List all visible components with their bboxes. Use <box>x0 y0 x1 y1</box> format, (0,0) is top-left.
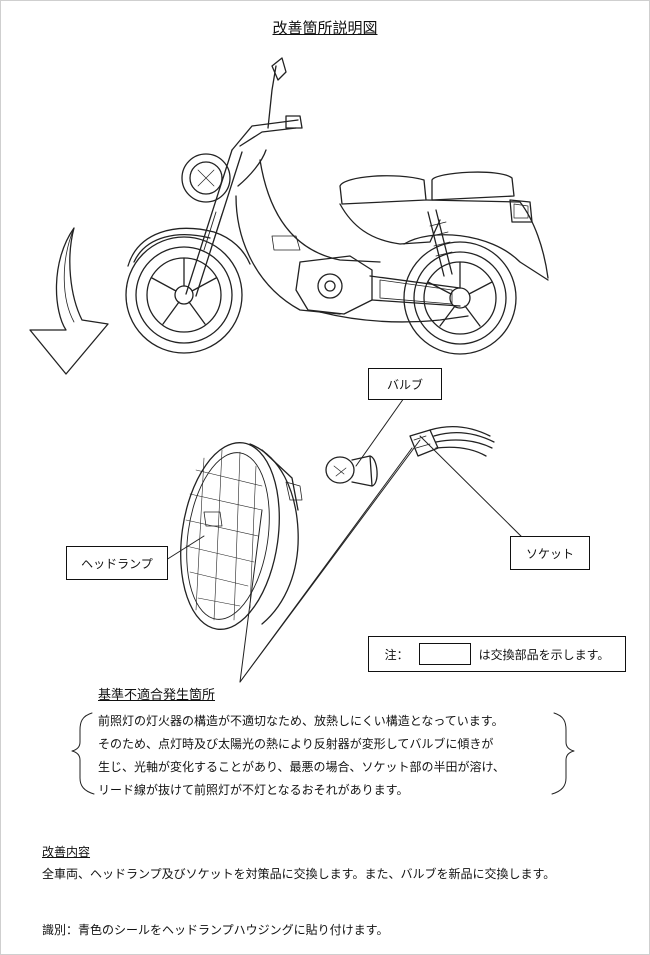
headlamp-illustration <box>180 442 303 630</box>
replacement-part-swatch <box>418 643 471 665</box>
defect-leader-1 <box>239 509 263 683</box>
socket-leader <box>419 435 536 551</box>
bulb-label: バルブ <box>368 368 442 400</box>
headlamp-leader <box>165 535 205 561</box>
identification-text: 識別：青色のシールをヘッドランプハウジングに貼り付けます。 <box>42 923 389 937</box>
socket-label: ソケット <box>510 536 590 570</box>
motorcycle-illustration <box>125 57 549 355</box>
bracket-right <box>551 712 575 795</box>
legend-note: 注： は交換部品を示します。 <box>368 636 626 672</box>
curved-arrow-icon <box>29 227 109 375</box>
note-prefix: 注： <box>384 647 409 662</box>
improvement-title: 改善内容 <box>42 845 91 859</box>
page-title: 改善箇所説明図 <box>272 19 378 37</box>
defect-title: 基準不適合発生箇所 <box>98 688 216 703</box>
improvement-text: 全車両、ヘッドランプ及びソケットを対策品に交換します。また、バルブを新品に交換し… <box>42 867 556 881</box>
defect-leader-3 <box>239 439 421 683</box>
defect-line: 生じ、光軸が変化することがあり、最悪の場合、ソケット部の半田が溶け、 <box>98 760 505 774</box>
socket-illustration <box>409 425 495 457</box>
defect-line: リード線が抜けて前照灯が不灯となるおそれがあります。 <box>98 783 409 797</box>
defect-line: 前照灯の灯火器の構造が不適切なため、放熱しにくい構造となっています。 <box>98 714 504 728</box>
defect-description: 前照灯の灯火器の構造が不適切なため、放熱しにくい構造となっています。 そのため、… <box>98 710 505 802</box>
note-suffix: は交換部品を示します。 <box>478 647 610 662</box>
bulb-leader <box>355 397 405 467</box>
bracket-left <box>71 712 95 795</box>
headlamp-label: ヘッドランプ <box>66 546 168 580</box>
bulb-illustration <box>325 455 378 487</box>
defect-line: そのため、点灯時及び太陽光の熱により反射器が変形してバルブに傾きが <box>98 737 494 751</box>
